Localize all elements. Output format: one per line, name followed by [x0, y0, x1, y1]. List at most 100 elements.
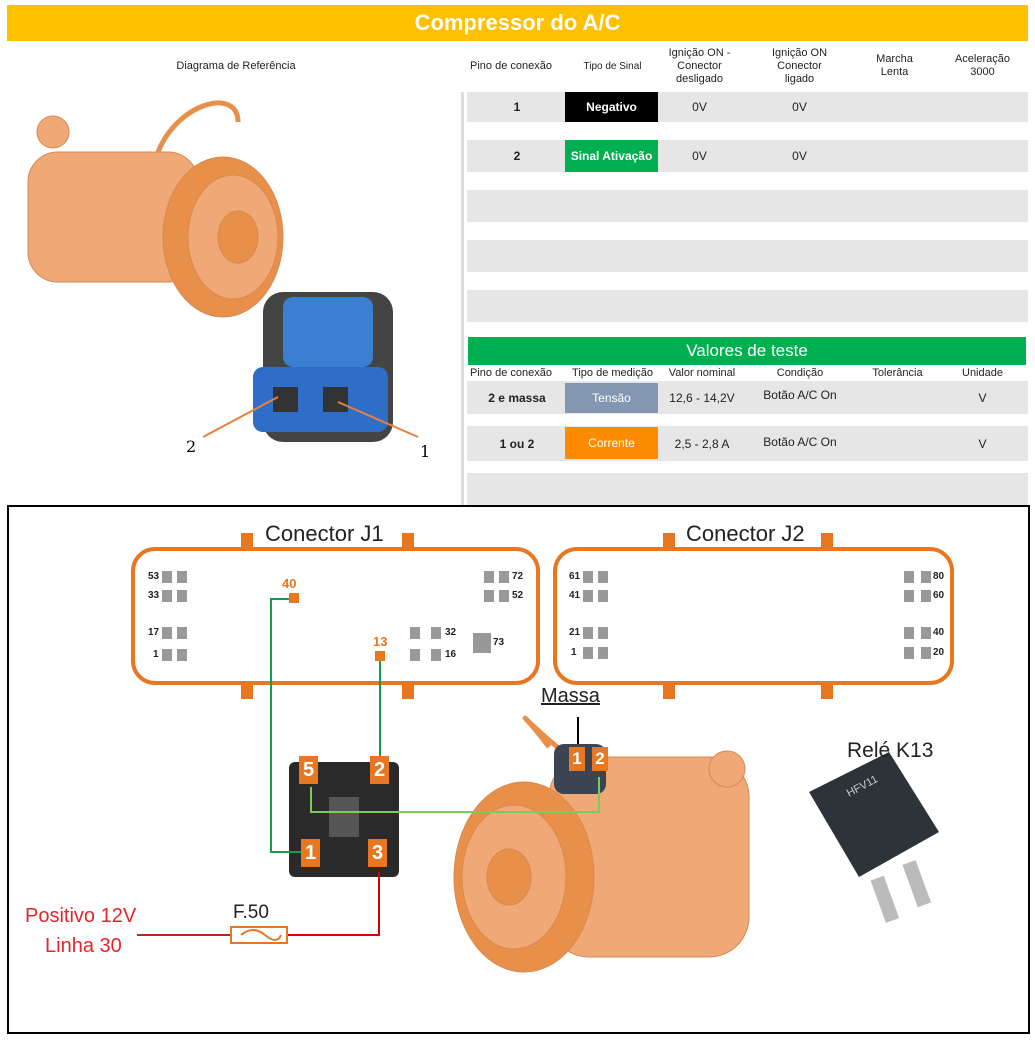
pin-label: 80	[933, 571, 945, 582]
relay-pin-5: 5	[299, 756, 318, 784]
connector-pin-slot	[583, 571, 593, 583]
connector-pin-slot	[410, 627, 420, 639]
test-header-condition: Condição	[776, 367, 824, 379]
pin-label: 17	[148, 627, 160, 638]
unit-cell: V	[978, 390, 987, 405]
header-signal: Tipo de Sinal	[583, 60, 642, 72]
connector-pin-slot	[431, 627, 441, 639]
test-header-nominal: Valor nominal	[668, 367, 736, 379]
test-pin-cell: 2 e massa	[488, 390, 546, 405]
header-ign-on: Ignição ON Conector ligado	[771, 46, 828, 85]
header-idle: Marcha Lenta	[876, 53, 913, 78]
connector-pin-slot	[904, 590, 914, 602]
pin-label: 16	[445, 649, 457, 660]
pin-label: 72	[512, 571, 524, 582]
pin-label: 1	[153, 649, 159, 660]
connector-pin-slot	[162, 590, 172, 602]
header-accel: Aceleração 3000	[954, 53, 1011, 78]
reference-diagram: 2 1	[8, 92, 464, 505]
pin-label: 73	[493, 637, 505, 648]
nominal-cell: 2,5 - 2,8 A	[674, 436, 730, 451]
connector-j1-label: Conector J1	[265, 521, 384, 546]
empty-row	[467, 240, 1028, 272]
pin-label: 32	[445, 627, 457, 638]
connector-pin-slot	[484, 590, 494, 602]
connector-j2-label: Conector J2	[686, 521, 805, 546]
relay-k13-label: Relé K13	[847, 739, 934, 762]
ign-on-cell: 0V	[792, 100, 807, 114]
header-ign-off: Ignição ON - Conector desligado	[668, 46, 731, 85]
measure-type-badge: Tensão	[565, 383, 658, 413]
connector-pin-slot	[162, 649, 172, 661]
test-values-title: Valores de teste	[468, 337, 1026, 365]
compressor-pin-2: 2	[592, 747, 608, 771]
connector-pin-slot	[921, 590, 931, 602]
pin-label: 20	[933, 647, 945, 658]
table-row	[467, 381, 1028, 414]
condition-cell: Botão A/C On	[763, 434, 837, 449]
connector-pin-slot	[499, 590, 509, 602]
connector-pin-slot	[177, 590, 187, 602]
unit-cell: V	[978, 436, 987, 451]
wiring-drawing: HFV11	[131, 533, 954, 973]
test-header-tolerance: Tolerância	[872, 367, 923, 379]
connector-pin-slot	[921, 627, 931, 639]
pin-label: 1	[571, 647, 577, 658]
ign-off-cell: 0V	[692, 149, 707, 163]
connector-pin-slot	[410, 649, 420, 661]
pin-label-2: 2	[186, 437, 196, 456]
condition-cell: Botão A/C On	[763, 387, 837, 402]
connector-pin-slot	[921, 647, 931, 659]
measure-type-badge: Corrente	[565, 427, 658, 459]
test-header-unit: Unidade	[962, 367, 1003, 379]
empty-row	[467, 290, 1028, 322]
ign-on-cell: 0V	[792, 149, 807, 163]
line-label: Linha 30	[45, 935, 122, 957]
pin-cell: 1	[513, 100, 521, 114]
pin-label: 40	[933, 627, 945, 638]
table-row	[467, 140, 1028, 172]
active-pin-40: 40	[282, 576, 297, 591]
pin-label: 52	[512, 590, 524, 601]
relay-pin-2: 2	[370, 756, 389, 784]
connector-pin-slot	[177, 571, 187, 583]
compressor-pin-1: 1	[569, 747, 585, 771]
connector-pin-slot	[177, 627, 187, 639]
connector-pin-slot	[583, 647, 593, 659]
table-row	[467, 92, 1028, 122]
pin-label: 21	[569, 627, 581, 638]
connector-pin-slot	[177, 649, 187, 661]
fuse-label: F.50	[233, 902, 269, 923]
connector-pin-slot	[904, 647, 914, 659]
connector-pin-slot	[583, 590, 593, 602]
relay-image: HFV11	[809, 752, 939, 923]
pin-label: 53	[148, 571, 160, 582]
connector-pin-slot	[598, 627, 608, 639]
connector-pin-slot	[598, 647, 608, 659]
connector-pin-slot	[921, 571, 931, 583]
empty-row	[467, 190, 1028, 222]
connector-pin-slot	[499, 571, 509, 583]
connector-pin-slot	[904, 627, 914, 639]
test-header-pin: Pino de conexão	[470, 367, 552, 379]
ign-off-cell: 0V	[692, 100, 707, 114]
pin-label: 60	[933, 590, 945, 601]
compressor-image: 2 1	[27, 100, 430, 461]
pin-label: 33	[148, 590, 160, 601]
connector-pin-slot	[583, 627, 593, 639]
wiring-diagram: HFV11 Conector J1 Conector J2 53 33 17 1…	[7, 505, 1030, 1034]
test-header-type: Tipo de medição	[572, 367, 653, 379]
nominal-cell: 12,6 - 14,2V	[669, 390, 735, 405]
connector-pin-slot	[162, 571, 172, 583]
pin-cell: 2	[513, 149, 521, 163]
empty-row	[467, 473, 1028, 505]
relay-pin-3: 3	[368, 839, 387, 867]
page-title: Compressor do A/C	[7, 5, 1028, 41]
relay-pin-1: 1	[301, 839, 320, 867]
connector-pin-slot	[598, 590, 608, 602]
table-row	[467, 426, 1028, 461]
test-pin-cell: 1 ou 2	[499, 436, 535, 451]
header-pin: Pino de conexão	[470, 59, 552, 72]
pin-label: 61	[569, 571, 581, 582]
connector-pin-slot	[904, 571, 914, 583]
